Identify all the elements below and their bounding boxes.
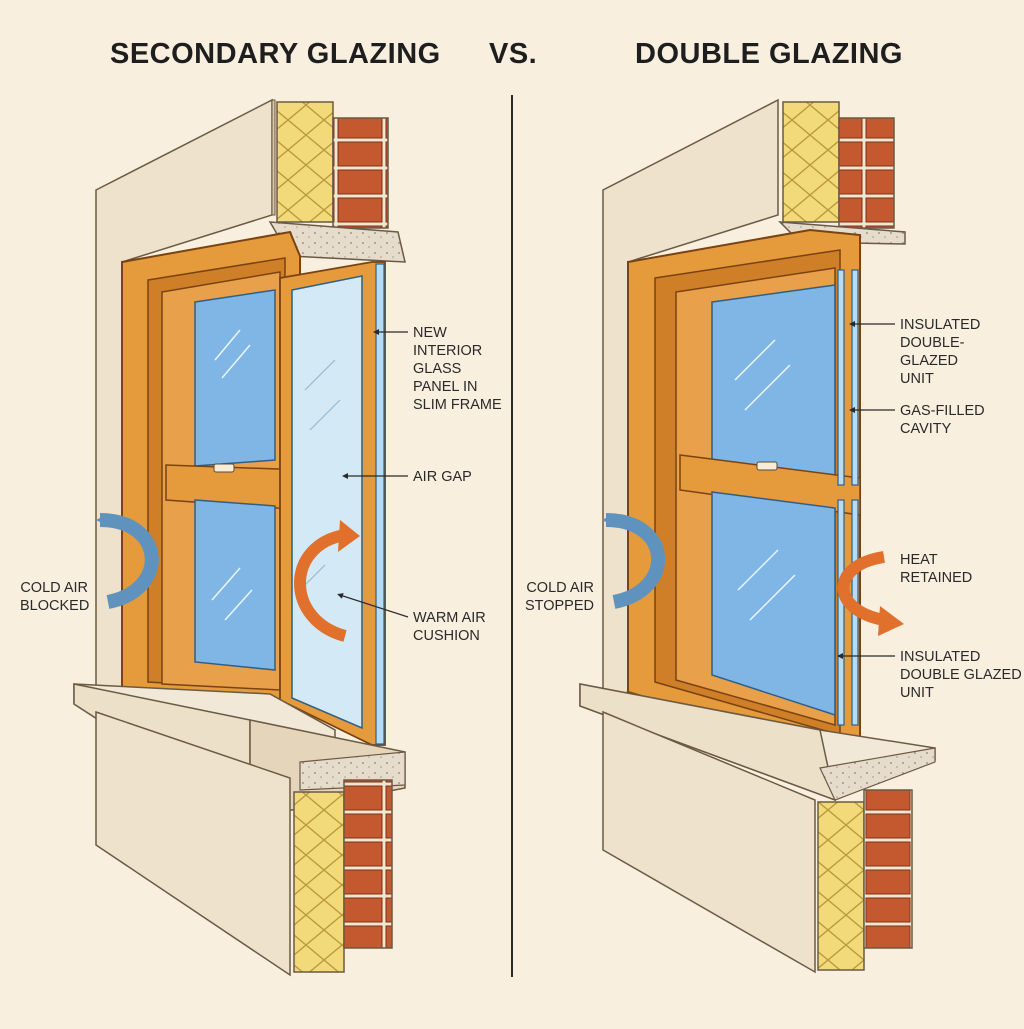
versus-label: VS. [489, 38, 538, 70]
brick-top [332, 117, 389, 229]
lower-glass [194, 499, 276, 671]
double-glazing-title: DOUBLE GLAZING [635, 38, 903, 70]
insulation-top [782, 101, 840, 223]
label-insulated-unit-bottom: INSULATED DOUBLE GLAZED UNIT [900, 649, 1022, 701]
secondary-glazing-title: SECONDARY GLAZING [110, 38, 441, 70]
double-glazing-illustration [579, 98, 936, 974]
center-divider [511, 95, 513, 977]
insulation-bottom [293, 791, 345, 973]
label-warm-air-cushion: WARM AIR CUSHION [413, 610, 486, 644]
heat-arrow [837, 551, 886, 626]
secondary-panel-glass [291, 275, 363, 730]
wall-lower-face [602, 710, 816, 974]
upper-glass [194, 289, 276, 467]
label-cold-air-stopped: COLD AIR STOPPED [524, 580, 594, 614]
brick-bottom [343, 779, 393, 949]
brick-bottom [863, 789, 913, 949]
label-new-interior-panel: NEW INTERIOR GLASS PANEL IN SLIM FRAME [413, 325, 502, 413]
cold-air-arrow [602, 513, 666, 609]
insulation-top [276, 101, 334, 223]
label-insulated-unit-top: INSULATED DOUBLE- GLAZED UNIT [900, 317, 981, 387]
meeting-rail [679, 454, 861, 516]
secondary-glazing-illustration [73, 98, 409, 977]
insulation-bottom [817, 801, 865, 971]
cold-air-arrow [96, 513, 159, 609]
label-gas-filled-cavity: GAS-FILLED CAVITY [900, 403, 985, 437]
upper-glass [711, 284, 836, 485]
lower-glass [711, 491, 836, 717]
wall-lower-face [95, 710, 291, 977]
warm-air-arrow [294, 529, 347, 642]
label-cold-air-blocked: COLD AIR BLOCKED [20, 580, 90, 614]
label-heat-retained: HEAT RETAINED [900, 552, 973, 586]
brick-top [838, 117, 895, 229]
label-air-gap: AIR GAP [413, 469, 472, 485]
